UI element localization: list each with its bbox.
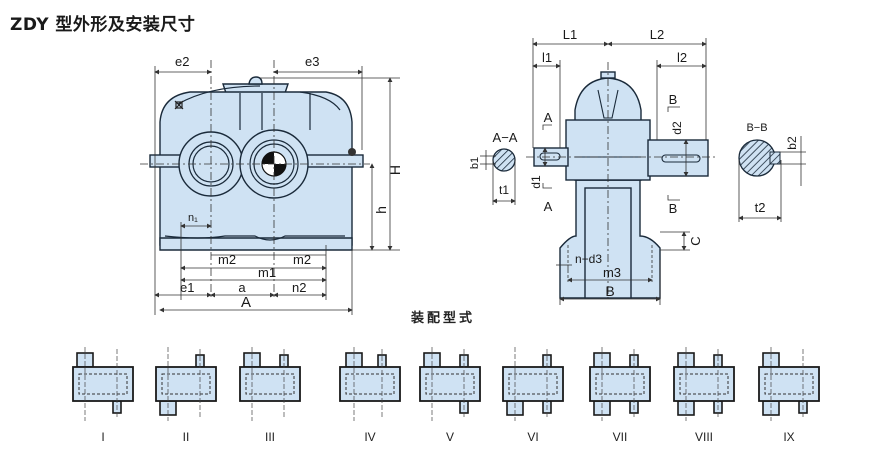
dim-label-e3: e3 — [305, 54, 319, 69]
dim-label-d1: d1 — [529, 175, 543, 189]
internal-gear-outline — [764, 373, 814, 395]
dim-label-C: C — [688, 236, 703, 245]
assembly-type-label: V — [446, 430, 454, 444]
vent-plug-icon — [174, 100, 184, 110]
housing-outline — [419, 366, 481, 402]
housing-outline — [589, 366, 651, 402]
bolt-hole-lines — [567, 245, 653, 282]
section-a-a-title: A−A — [493, 130, 518, 145]
dim-label-a: a — [238, 280, 246, 295]
assembly-type-label: III — [265, 430, 275, 444]
housing-outline — [155, 366, 217, 402]
assembly-type-2: II — [155, 347, 217, 444]
assembly-type-7: VII — [589, 347, 651, 444]
assembly-type-5: V — [419, 347, 481, 444]
housing-outline — [72, 366, 134, 402]
side-center-lines — [526, 62, 716, 300]
section-mark-A-top: A — [544, 110, 553, 125]
dim-label-b1: b1 — [469, 157, 481, 169]
assembly-type-label: IV — [364, 430, 375, 444]
section-mark-B-top: B — [669, 92, 678, 107]
assembly-type-6: VI — [502, 347, 564, 444]
internal-gear-outline — [345, 373, 395, 395]
dim-label-b2: b2 — [785, 136, 799, 150]
section-a-a: A−A b1 t1 — [469, 130, 518, 205]
dim-label-m1: m1 — [258, 265, 276, 280]
assembly-type-8: VIII — [673, 347, 735, 444]
internal-gear-outline — [425, 373, 475, 395]
assembly-type-label: I — [101, 430, 104, 444]
internal-gear-outline — [161, 373, 211, 395]
assembly-title: 装配型式 — [411, 311, 476, 326]
assembly-type-label: VI — [527, 430, 538, 444]
assembly-type-9: IX — [758, 347, 820, 444]
oil-plug-icon — [348, 148, 356, 156]
assembly-type-1: I — [72, 347, 134, 444]
dim-label-l2: l2 — [677, 50, 687, 65]
assembly-type-3: III — [239, 347, 301, 444]
dim-label-H: H — [387, 165, 403, 175]
dim-label-d2: d2 — [670, 121, 684, 135]
side-view: L1 L2 l1 l2 A A B B d1 d2 C n−d3 m3 B — [526, 27, 716, 305]
internal-gear-outline — [595, 373, 645, 395]
side-dimension-lines — [532, 38, 707, 305]
housing-outline — [239, 366, 301, 402]
assembly-type-4: IV — [339, 347, 401, 444]
center-lines — [140, 60, 370, 300]
assembly-type-label: II — [183, 430, 190, 444]
dim-label-B-width: B — [605, 283, 614, 299]
section-b-b-title: B−B — [746, 122, 767, 134]
dim-label-t2: t2 — [755, 200, 766, 215]
internal-gear-outline — [679, 373, 729, 395]
section-mark-B-bottom: B — [669, 201, 678, 216]
dim-label-n1: n₁ — [188, 212, 198, 224]
housing-outline — [339, 366, 401, 402]
dimension-lines — [154, 66, 400, 315]
dim-label-m3: m3 — [603, 265, 621, 280]
dim-label-l1: l1 — [542, 50, 552, 65]
assembly-type-label: IX — [783, 430, 794, 444]
dim-label-n2: n2 — [292, 280, 306, 295]
dim-label-e1: e1 — [180, 280, 194, 295]
dim-label-L2: L2 — [650, 27, 664, 42]
dim-label-A: A — [241, 294, 251, 311]
internal-gear-outline — [245, 373, 295, 395]
front-view: e2 e3 H h n₁ m2 m2 m1 e1 a n2 A — [140, 54, 403, 315]
section-b-b: B−B b2 t2 — [738, 122, 806, 222]
internal-gear-outline — [78, 373, 128, 395]
dim-label-L1: L1 — [563, 27, 577, 42]
dim-label-m2-left: m2 — [218, 252, 236, 267]
page-title: ZDY 型外形及安装尺寸 — [10, 15, 196, 35]
housing-outline — [673, 366, 735, 402]
dim-label-t1: t1 — [499, 183, 509, 197]
assembly-type-label: VII — [613, 430, 628, 444]
internal-gear-outline — [508, 373, 558, 395]
dim-label-h: h — [373, 206, 389, 214]
housing-outline — [502, 366, 564, 402]
dim-label-n-d3: n−d3 — [575, 252, 602, 266]
housing-outline — [758, 366, 820, 402]
dim-label-m2-right: m2 — [293, 252, 311, 267]
assembly-type-label: VIII — [695, 430, 713, 444]
dim-label-e2: e2 — [175, 54, 189, 69]
section-mark-A-bottom: A — [544, 199, 553, 214]
